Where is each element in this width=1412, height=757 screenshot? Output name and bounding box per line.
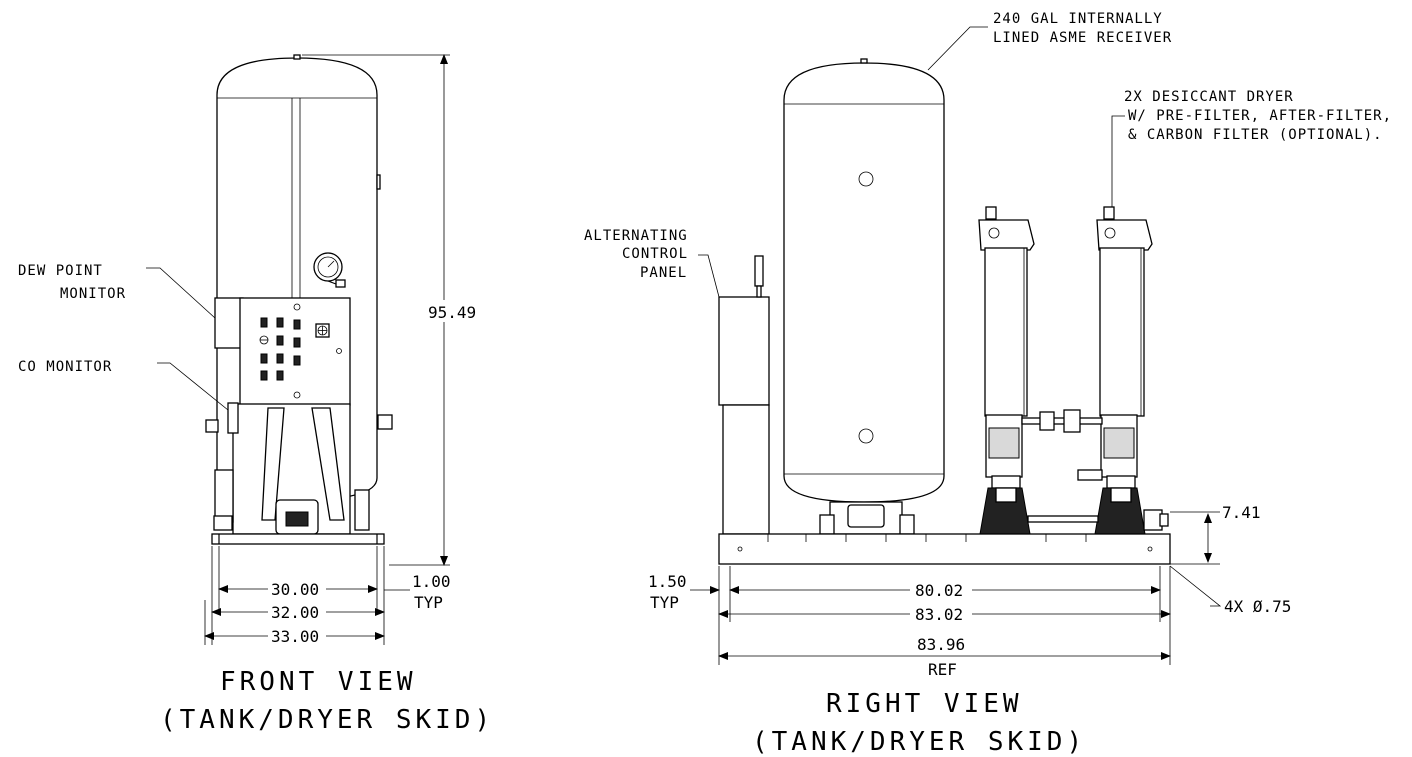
dim-right-typ-label: TYP bbox=[650, 593, 679, 612]
pressure-gauge-icon bbox=[313, 252, 346, 288]
label-panel-2: CONTROL bbox=[622, 246, 688, 262]
front-view-subtitle: (TANK/DRYER SKID) bbox=[160, 705, 494, 735]
right-tank bbox=[783, 58, 945, 535]
label-dryer-3: & CARBON FILTER (OPTIONAL). bbox=[1128, 127, 1383, 143]
front-view-title: FRONT VIEW bbox=[220, 667, 417, 697]
label-receiver-2: LINED ASME RECEIVER bbox=[993, 30, 1172, 46]
dim-33: 33.00 bbox=[271, 627, 319, 646]
label-dew-point-1: DEW POINT bbox=[18, 263, 103, 279]
label-panel-1: ALTERNATING bbox=[584, 228, 688, 244]
label-dryer-2: W/ PRE-FILTER, AFTER-FILTER, bbox=[1128, 108, 1392, 124]
label-co-monitor: CO MONITOR bbox=[18, 359, 112, 375]
dim-front-typ-value: 1.00 bbox=[412, 572, 451, 591]
dim-8302: 83.02 bbox=[915, 605, 963, 624]
label-receiver-1: 240 GAL INTERNALLY bbox=[993, 11, 1163, 27]
dim-front-typ-label: TYP bbox=[414, 593, 443, 612]
label-dryer-1: 2X DESICCANT DRYER bbox=[1124, 89, 1294, 105]
dim-8002: 80.02 bbox=[915, 581, 963, 600]
front-skid bbox=[211, 533, 385, 545]
dew-point-monitor bbox=[214, 297, 244, 349]
dim-right-typ-value: 1.50 bbox=[648, 572, 687, 591]
desiccant-dryer-left bbox=[978, 206, 1035, 535]
interconnect-piping bbox=[1021, 409, 1169, 531]
dim-holes: 4X Ø.75 bbox=[1224, 597, 1291, 616]
dim-height: 95.49 bbox=[428, 303, 476, 322]
dim-8396: 83.96 bbox=[917, 635, 965, 654]
right-skid bbox=[718, 533, 1171, 565]
label-panel-3: PANEL bbox=[640, 265, 687, 281]
dim-32: 32.00 bbox=[271, 603, 319, 622]
right-view-title: RIGHT VIEW bbox=[826, 689, 1023, 719]
dim-ref-label: REF bbox=[928, 660, 957, 679]
dim-30: 30.00 bbox=[271, 580, 319, 599]
front-control-panel bbox=[239, 297, 351, 406]
right-view-subtitle: (TANK/DRYER SKID) bbox=[752, 727, 1086, 757]
right-control-panel bbox=[718, 255, 770, 535]
right-view: 240 GAL INTERNALLY LINED ASME RECEIVER 2… bbox=[584, 11, 1392, 757]
front-stand bbox=[205, 402, 393, 535]
label-dew-point-2: MONITOR bbox=[60, 286, 126, 302]
front-view: DEW POINT MONITOR CO MONITOR 95.49 30.00… bbox=[18, 54, 494, 735]
desiccant-dryer-right bbox=[1077, 206, 1153, 535]
dim-741: 7.41 bbox=[1222, 503, 1261, 522]
